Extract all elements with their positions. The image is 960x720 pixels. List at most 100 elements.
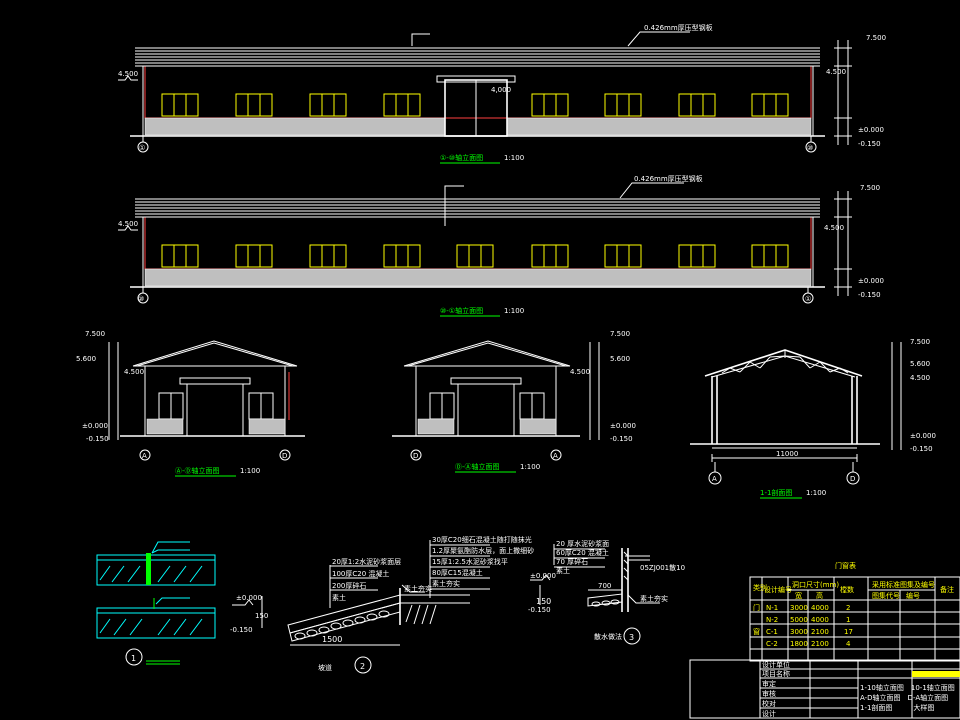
level-mark: 5.600	[76, 355, 96, 363]
level-mark: 7.500	[85, 330, 105, 338]
detail-2-ramp: 20厚1:2水泥砂浆面层 100厚C20 混凝土 200厚碎石 素土 30厚C2…	[230, 535, 534, 674]
level-mark: -0.150	[858, 140, 881, 148]
schedule-title: 门窗表	[835, 561, 856, 570]
view-title: ⑩-①轴立面图	[440, 306, 483, 315]
grid-bubble: D	[413, 452, 418, 460]
apron-layer: 70 厚碎石	[556, 557, 588, 566]
grid-bubble: A	[142, 452, 147, 460]
schedule-cell: 2	[846, 604, 850, 612]
schedule-subheader: 高	[816, 591, 823, 600]
level-mark: ±0.000	[236, 594, 262, 602]
apron-height: 150	[536, 597, 551, 606]
schedule-header: 备注	[940, 585, 954, 594]
title-block-label: 项目名称	[762, 669, 790, 678]
view-scale: 1:100	[240, 467, 260, 475]
detail-number: 2	[360, 662, 365, 671]
gable-elevation-a: 7.500 5.600 4.500 ±0.000 -0.150 A D Ⓐ-Ⓓ轴…	[76, 330, 305, 477]
detail-label: 坡道	[318, 663, 332, 672]
apron-ref: 05ZJ001散10	[640, 563, 685, 572]
drawing-name: 1-10轴立面图 10-1轴立面图	[860, 683, 955, 692]
door-window-schedule: 门窗表 类别 设计编号 洞口尺寸(mm) 樘数 采用标准图集及编号 备注 宽 高…	[749, 561, 960, 662]
ramp-layer: 20厚1:2水泥砂浆面层	[332, 557, 401, 566]
schedule-header: 设计编号	[764, 585, 792, 594]
grid-bubble: A	[712, 475, 717, 483]
apron-layer: 20 厚水泥砂浆面	[556, 539, 609, 548]
drawing-name: A-D轴立面图 D-A轴立面图	[860, 693, 948, 702]
schedule-cell: 2100	[811, 640, 829, 648]
schedule-cell: 4000	[811, 604, 829, 612]
schedule-cell: 5000	[790, 616, 808, 624]
level-mark: ±0.000	[610, 422, 636, 430]
schedule-cell: 窗	[753, 627, 760, 636]
floor-layer: 80厚C15混凝土	[432, 568, 483, 577]
level-mark: 4.500	[118, 70, 138, 78]
ramp-length: 1500	[322, 635, 342, 644]
view-scale: 1:100	[806, 489, 826, 497]
level-mark: 4.500	[118, 220, 138, 228]
level-mark: ±0.000	[858, 126, 884, 134]
detail-number: 3	[629, 633, 634, 642]
detail-label: 散水做法	[594, 632, 622, 641]
level-mark: 4.500	[124, 368, 144, 376]
schedule-subheader: 编号	[906, 591, 920, 600]
title-block-label: 审核	[762, 689, 776, 698]
door-size-label: 4,000	[491, 86, 511, 94]
schedule-header: 樘数	[840, 585, 854, 594]
section-1-1: 7.500 5.600 4.500 ±0.000 -0.150 11000 A …	[690, 338, 936, 499]
title-block-label: 设计单位	[762, 660, 790, 669]
roof-note: 0.426mm厚压型钢板	[634, 174, 703, 183]
title-block-label: 设计	[762, 709, 776, 718]
ramp-height: 150	[255, 612, 268, 620]
roof-note: 0.426mm厚压型钢板	[644, 23, 713, 32]
title-block-label: 校对	[762, 699, 776, 708]
schedule-cell: 1800	[790, 640, 808, 648]
level-mark: 7.500	[866, 34, 886, 42]
level-mark: 5.600	[610, 355, 630, 363]
detail-3-apron: 20 厚水泥砂浆面 60厚C20 混凝土 70 厚碎石 素土 05ZJ001散1…	[528, 539, 685, 645]
level-mark: -0.150	[86, 435, 109, 443]
view-title: ①-⑩轴立面图	[440, 153, 483, 162]
schedule-cell: 4000	[811, 616, 829, 624]
level-mark: ±0.000	[858, 277, 884, 285]
schedule-header: 类别	[753, 583, 767, 592]
level-mark: 4.500	[824, 224, 844, 232]
view-title: Ⓓ-Ⓐ轴立面图	[455, 462, 500, 471]
floor-layer: 1.2厚聚氨酯防水层，面上撒细砂	[432, 546, 534, 555]
apron-layer: 素土	[556, 566, 570, 575]
view-scale: 1:100	[520, 463, 540, 471]
schedule-cell: 17	[844, 628, 853, 636]
detail-number: 1	[131, 654, 136, 663]
grid-bubble: ①	[805, 295, 811, 303]
schedule-cell: C-2	[766, 640, 778, 648]
level-mark: 7.500	[860, 184, 880, 192]
grid-bubble: ⑩	[807, 144, 813, 152]
drawing-name: 1-1剖面图 大样图	[860, 703, 934, 712]
span-dimension: 11000	[776, 450, 798, 458]
schedule-cell: C-1	[766, 628, 778, 636]
level-mark: -0.150	[230, 626, 253, 634]
grid-bubble: D	[282, 452, 287, 460]
level-mark: -0.150	[858, 291, 881, 299]
level-mark: ±0.000	[910, 432, 936, 440]
grid-bubble: ⑩	[138, 295, 144, 303]
level-mark: 4.500	[570, 368, 590, 376]
ramp-layer: 100厚C20 混凝土	[332, 569, 389, 578]
view-scale: 1:100	[504, 307, 524, 315]
apron-note: 素土夯实	[640, 594, 668, 603]
level-mark: 4.500	[910, 374, 930, 382]
view-title: Ⓐ-Ⓓ轴立面图	[175, 466, 220, 475]
detail-1: 1	[96, 541, 216, 666]
level-mark: ±0.000	[530, 572, 556, 580]
level-mark: -0.150	[910, 445, 933, 453]
schedule-subheader: 图集代号	[872, 591, 900, 600]
title-block-label: 审定	[762, 679, 776, 688]
apron-width: 700	[598, 582, 611, 590]
gable-elevation-b: 7.500 5.600 4.500 ±0.000 -0.150 D A Ⓓ-Ⓐ轴…	[392, 330, 636, 473]
level-mark: 7.500	[610, 330, 630, 338]
grid-bubble: A	[553, 452, 558, 460]
level-mark: 7.500	[910, 338, 930, 346]
schedule-cell: N-2	[766, 616, 778, 624]
level-mark: 4.500	[826, 68, 846, 76]
schedule-subheader: 宽	[795, 591, 802, 600]
